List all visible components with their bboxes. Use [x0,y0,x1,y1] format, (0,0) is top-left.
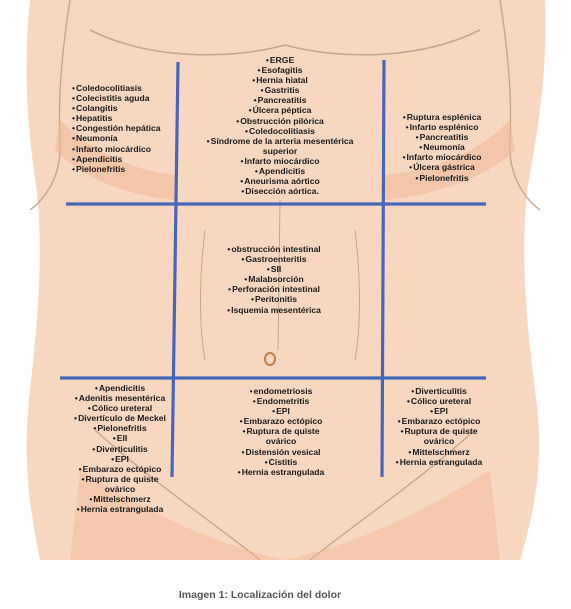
hypogastrium-condition: endometriosis [226,386,336,396]
right-hypochondrium-condition: Colangitis [72,103,172,113]
chest-contour [89,29,481,56]
epigastrium-condition: Infarto miocárdico [206,156,354,166]
umbilical-condition: SII [220,264,328,274]
abdominal-contour-right [354,229,360,361]
right-hypochondrium-condition: Coledocolitiasis [72,83,172,93]
right-hypochondrium-condition: Pielonefritis [72,164,172,174]
left-iliac-list: DiverticulitisCólico ureteralEPIEmbarazo… [384,386,494,467]
hypogastrium-condition: Ruptura de quiste ovárico [226,426,336,446]
hypogastrium-condition: Hernia estrangulada [226,467,336,477]
right-iliac-condition: Divertículo de Meckel [72,413,168,423]
umbilical-list: obstrucción intestinalGastroenteritisSII… [220,244,328,315]
right-hypochondrium-condition: Congestión hepática [72,123,172,133]
right-hypochondrium-condition: Hepatitis [72,113,172,123]
right-iliac-condition: Mittelschmerz [72,494,168,504]
epigastrium-condition: Coledocolitiasis [206,126,354,136]
right-iliac-condition: EII [72,433,168,443]
left-hypochondrium-condition: Neumonía [392,142,492,152]
umbilical-condition: Perforación intestinal [220,284,328,294]
right-iliac-list: ApendicitisAdenitis mesentéricaCólico ur… [72,383,168,514]
epigastrium-condition: Gastritis [206,85,354,95]
left-hypochondrium-condition: Infarto miocárdico [392,152,492,162]
umbilical-condition: Isquemia mesentérica [220,305,328,315]
left-iliac-condition: Hernia estrangulada [384,457,494,467]
navel [264,352,276,366]
hypogastrium-condition: Embarazo ectópico [226,416,336,426]
hypogastrium-list: endometriosisEndometritisEPIEmbarazo ect… [226,386,336,477]
right-iliac-condition: Cólico ureteral [72,403,168,413]
epigastrium-condition: Apendicitis [206,166,354,176]
umbilical-condition: Peritonitis [220,294,328,304]
left-hypochondrium-list: Ruptura esplénicaInfarto esplénicoPancre… [392,112,492,183]
umbilical-condition: Malabsorción [220,274,328,284]
vertical-line-right [170,61,180,478]
right-hypochondrium-condition: Apendicitis [72,154,172,164]
epigastrium-list: ERGEEsofagitisHernia hiatalGastritisPanc… [206,55,354,196]
left-iliac-condition: EPI [384,406,494,416]
right-hypochondrium-condition: Neumonía [72,133,172,143]
left-iliac-condition: Mittelschmerz [384,447,494,457]
right-iliac-condition: EPI [72,454,168,464]
left-hypochondrium-condition: Pancreatitis [392,132,492,142]
epigastrium-condition: Úlcera péptica [206,105,354,115]
left-hypochondrium-condition: Pielonefritis [392,173,492,183]
epigastrium-condition: Esofagitis [206,65,354,75]
right-iliac-condition: Hernia estrangulada [72,504,168,514]
right-hypochondrium-condition: Infarto miocárdico [72,144,172,154]
left-iliac-condition: Diverticulitis [384,386,494,396]
right-iliac-condition: Pielonefritis [72,423,168,433]
epigastrium-condition: Pancreatitis [206,95,354,105]
epigastrium-condition: ERGE [206,55,354,65]
lower-shading [70,470,500,560]
right-iliac-condition: Apendicitis [72,383,168,393]
epigastrium-condition: Síndrome de la arteria mesentérica super… [206,136,354,156]
right-iliac-condition: Adenitis mesentérica [72,393,168,403]
left-iliac-condition: Cólico ureteral [384,396,494,406]
vertical-line-left [380,59,386,478]
left-iliac-condition: Ruptura de quiste ovárico [384,426,494,446]
left-hypochondrium-condition: Úlcera gástrica [392,162,492,172]
right-iliac-condition: Ruptura de quiste ovárico [72,474,168,494]
left-hypochondrium-condition: Ruptura esplénica [392,112,492,122]
left-hypochondrium-condition: Infarto esplénico [392,122,492,132]
hypogastrium-condition: Distensión vesical [226,447,336,457]
epigastrium-condition: Hernia hiatal [206,75,354,85]
umbilical-condition: obstrucción intestinal [220,244,328,254]
right-iliac-condition: Embarazo ectópico [72,464,168,474]
right-iliac-condition: Diverticulitis [72,444,168,454]
umbilical-condition: Gastroenteritis [220,254,328,264]
abdominal-contour-left [200,229,206,361]
right-hypochondrium-condition: Colecistitis aguda [72,93,172,103]
epigastrium-condition: Disección aórtica. [206,186,354,196]
right-hypochondrium-list: ColedocolitiasisColecistitis agudaColang… [72,83,172,174]
figure-caption: Imagen 1: Localización del dolor [178,589,342,601]
hypogastrium-condition: Endometritis [226,396,336,406]
hypogastrium-condition: Cistitis [226,457,336,467]
epigastrium-condition: Obstrucción pilórica [206,116,354,126]
left-iliac-condition: Embarazo ectópico [384,416,494,426]
epigastrium-condition: Aneurisma aórtico [206,176,354,186]
hypogastrium-condition: EPI [226,406,336,416]
